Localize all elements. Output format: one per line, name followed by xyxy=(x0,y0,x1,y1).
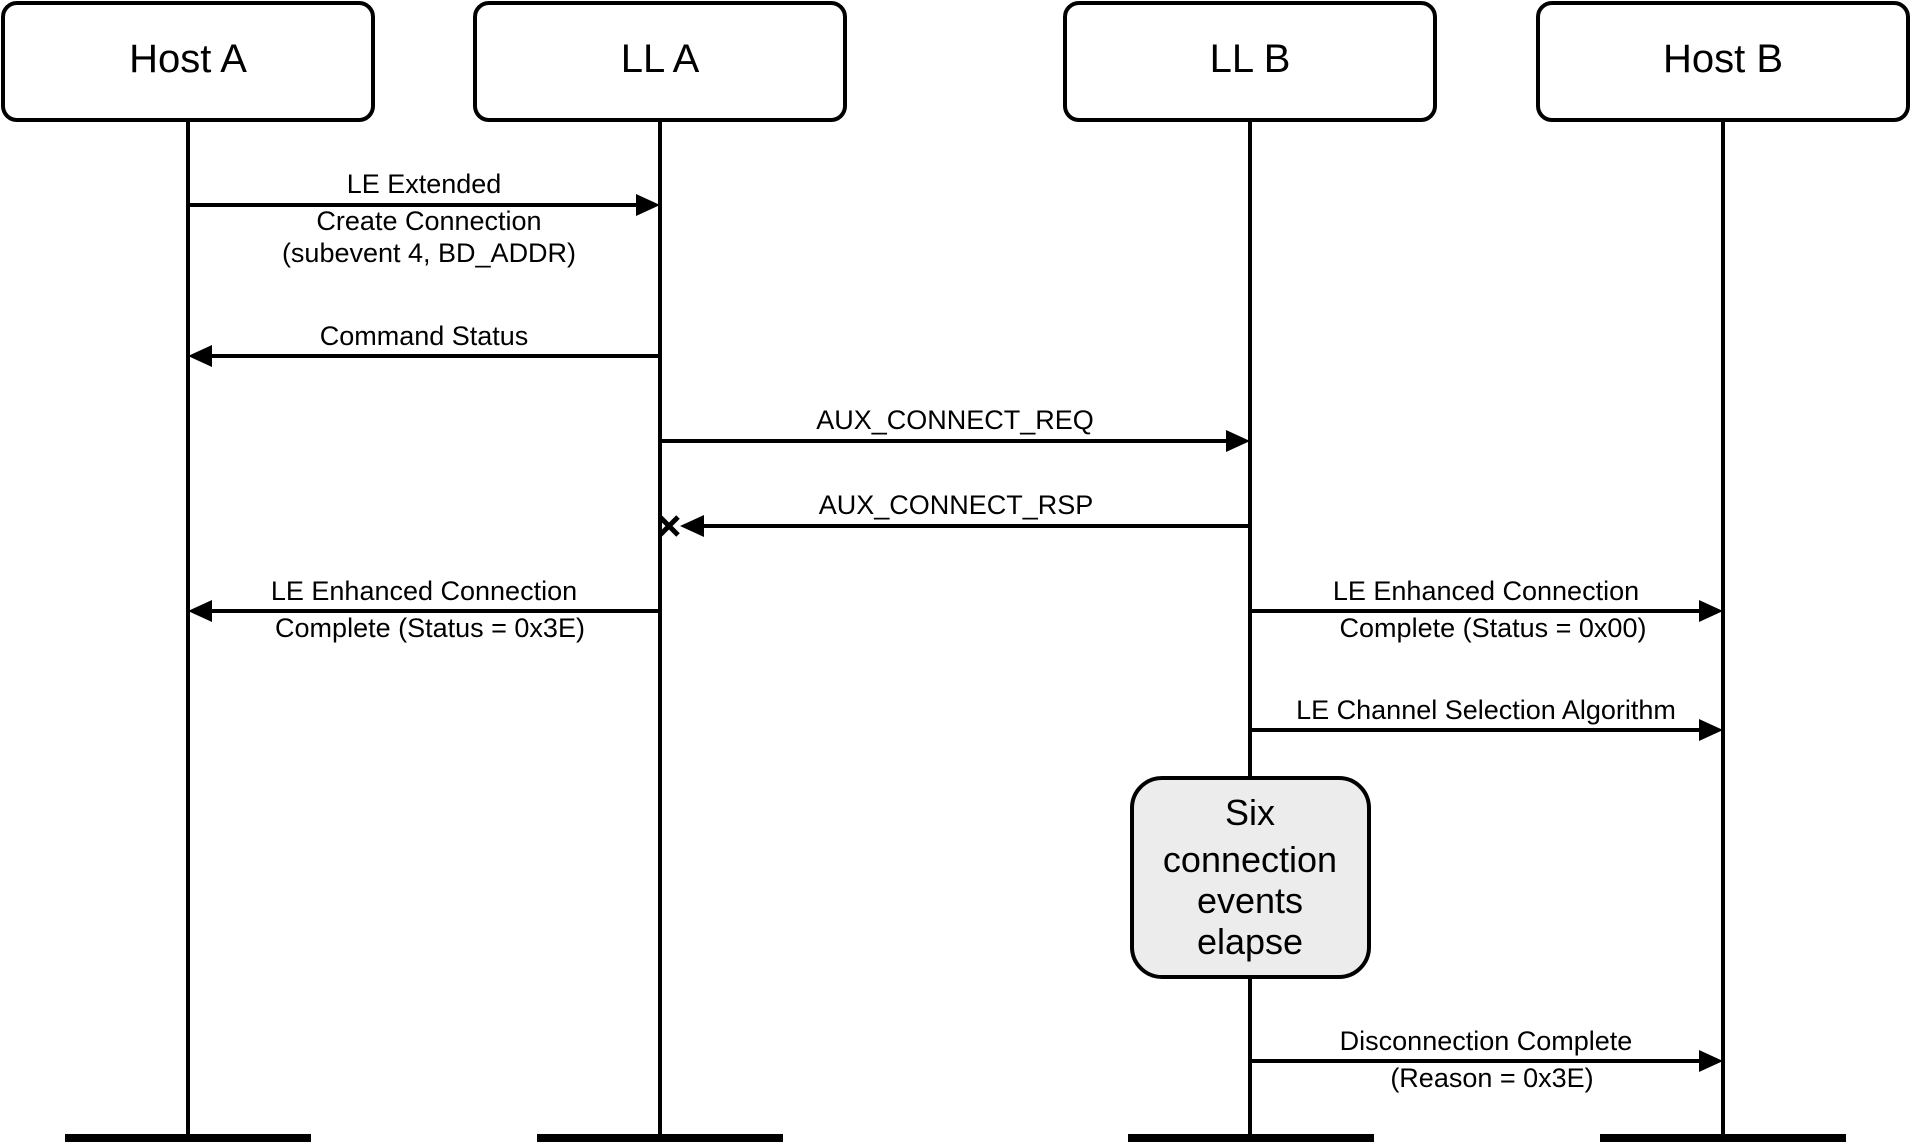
message-aux-connect-req: AUX_CONNECT_REQ xyxy=(660,405,1250,452)
message-label: LE Enhanced Connection xyxy=(271,576,577,606)
participant-label: LL B xyxy=(1210,37,1291,81)
message-label: LE Enhanced Connection xyxy=(1333,576,1639,606)
message-label: LE Channel Selection Algorithm xyxy=(1296,695,1676,725)
message-label: Complete (Status = 0x00) xyxy=(1340,613,1647,643)
participant-ll-b: LL B xyxy=(1063,1,1437,122)
arrowhead-icon xyxy=(1699,1050,1723,1072)
arrowhead-icon xyxy=(636,194,660,216)
message-le-enhanced-connection-complete-a: LE Enhanced Connection Complete (Status … xyxy=(188,576,660,643)
message-label: LE Extended xyxy=(347,169,502,199)
arrowhead-icon xyxy=(188,600,212,622)
participant-label: Host B xyxy=(1663,37,1783,81)
participant-host-a: Host A xyxy=(1,1,375,122)
participant-label: Host A xyxy=(129,37,247,81)
note-line: Six xyxy=(1225,792,1275,833)
message-le-extended-create-connection: LE Extended Create Connection (subevent … xyxy=(188,169,660,268)
note-six-connection-events: Six connection events elapse xyxy=(1130,776,1371,979)
message-label: Disconnection Complete xyxy=(1340,1026,1633,1056)
message-label: AUX_CONNECT_RSP xyxy=(819,490,1094,520)
lost-message-x-icon xyxy=(658,515,680,537)
message-label: (Reason = 0x3E) xyxy=(1390,1063,1593,1093)
note-line: elapse xyxy=(1197,921,1303,962)
arrowhead-icon xyxy=(680,515,704,537)
message-label: AUX_CONNECT_REQ xyxy=(816,405,1094,435)
participant-host-b: Host B xyxy=(1536,1,1910,122)
message-label: (subevent 4, BD_ADDR) xyxy=(282,238,576,268)
message-le-channel-selection-algorithm: LE Channel Selection Algorithm xyxy=(1250,695,1723,741)
message-command-status: Command Status xyxy=(188,321,660,367)
message-aux-connect-rsp: AUX_CONNECT_RSP xyxy=(658,490,1250,537)
arrowhead-icon xyxy=(1226,430,1250,452)
message-disconnection-complete: Disconnection Complete (Reason = 0x3E) xyxy=(1250,1026,1723,1093)
arrowhead-icon xyxy=(1699,719,1723,741)
message-le-enhanced-connection-complete-b: LE Enhanced Connection Complete (Status … xyxy=(1250,576,1723,643)
arrowhead-icon xyxy=(188,345,212,367)
message-label: Command Status xyxy=(320,321,529,351)
arrowhead-icon xyxy=(1699,600,1723,622)
participant-ll-a: LL A xyxy=(473,1,847,122)
message-label: Complete (Status = 0x3E) xyxy=(275,613,585,643)
note-line: events xyxy=(1197,880,1303,921)
message-label: Create Connection xyxy=(316,206,541,236)
participant-label: LL A xyxy=(621,37,700,81)
note-line: connection xyxy=(1163,839,1337,880)
